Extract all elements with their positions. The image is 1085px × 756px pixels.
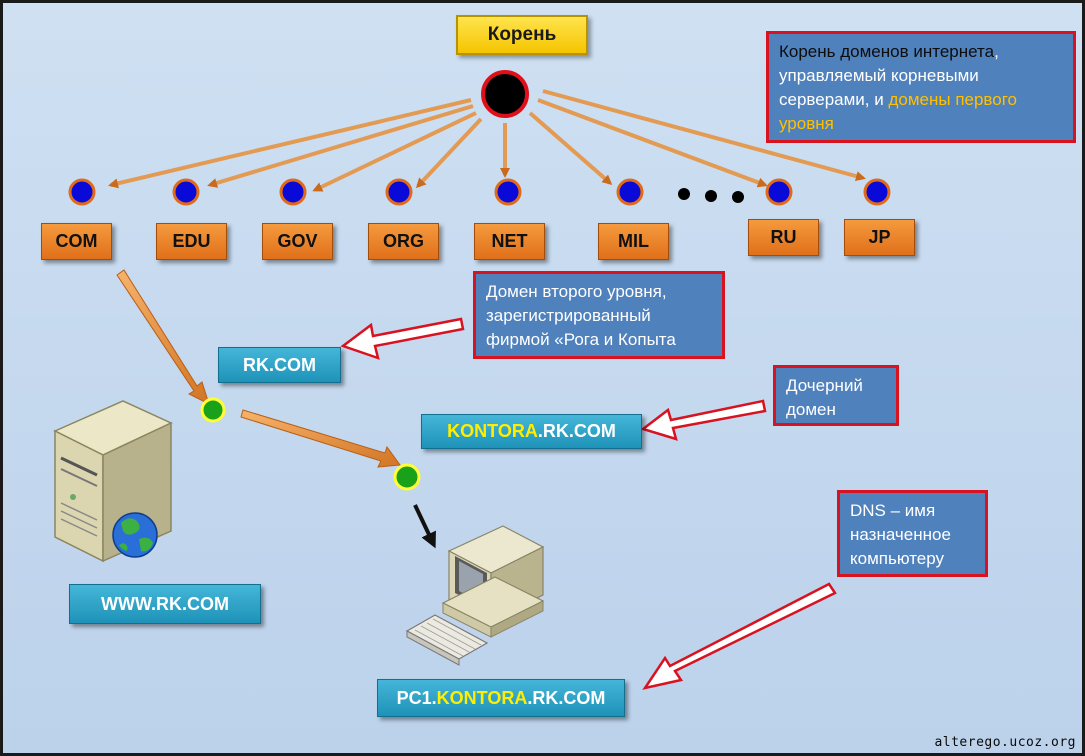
dns-note-text: DNS – имя назначенное компьютеру xyxy=(850,501,951,568)
tld-node-edu xyxy=(172,178,200,206)
callout-arrow-dns xyxy=(642,582,837,690)
tld-label-com: COM xyxy=(55,231,98,251)
server-icon xyxy=(53,400,173,563)
arrow-root-ru xyxy=(537,98,768,188)
connector-layer xyxy=(53,70,891,690)
tld-node-gov xyxy=(279,178,307,206)
tld-node-org xyxy=(385,178,413,206)
pc-domain-box: PC1.KONTORA.RK.COM xyxy=(377,679,625,717)
pc-domain-rest: .RK.COM xyxy=(527,687,606,708)
ellipsis-dot-2 xyxy=(705,190,717,202)
arrow-root-com xyxy=(108,98,472,189)
root-node xyxy=(481,70,529,118)
root-note-part3: домены первого уровня xyxy=(779,90,1018,133)
arrow-second-to-third-level xyxy=(240,409,401,468)
child-domain-note-text: Дочерний домен xyxy=(786,376,863,419)
tld-box-ru: RU xyxy=(748,219,819,256)
ellipsis-dot-1 xyxy=(678,188,690,200)
tld-label-jp: JP xyxy=(868,227,891,247)
root-label: Корень xyxy=(487,24,557,45)
watermark: alterego.ucoz.org xyxy=(934,735,1076,750)
arrow-root-gov xyxy=(312,111,477,192)
pc-domain-highlight: KONTORA xyxy=(436,687,528,708)
pc-domain-prefix: PC1. xyxy=(396,687,437,708)
tld-node-jp xyxy=(863,178,891,206)
tld-box-gov: GOV xyxy=(262,223,333,260)
child-domain-box: KONTORA.RK.COM xyxy=(421,414,642,449)
second-level-domain-box: RK.COM xyxy=(218,347,341,383)
child-domain-rest: .RK.COM xyxy=(537,421,616,441)
arrow-root-jp xyxy=(542,89,866,181)
second-level-domain-label: RK.COM xyxy=(243,354,316,375)
tld-box-mil: MIL xyxy=(598,223,669,260)
tld-box-org: ORG xyxy=(368,223,439,260)
tld-box-net: NET xyxy=(474,223,545,260)
arrow-root-org xyxy=(415,117,483,189)
server-domain-box: WWW.RK.COM xyxy=(69,584,261,624)
second-level-note: Домен второго уровня, зарегистрированный… xyxy=(473,271,725,359)
tld-node-com xyxy=(68,178,96,206)
dns-note: DNS – имя назначенное компьютеру xyxy=(837,490,988,577)
root-note-part1: Корень доменов интернета xyxy=(779,42,995,61)
tld-node-mil xyxy=(616,178,644,206)
second-level-node xyxy=(200,397,226,423)
callout-arrow-second-level xyxy=(340,317,465,360)
tld-label-edu: EDU xyxy=(172,231,211,251)
tld-label-ru: RU xyxy=(770,227,797,247)
tld-label-net: NET xyxy=(491,231,528,251)
tld-label-org: ORG xyxy=(382,231,424,251)
tld-box-com: COM xyxy=(41,223,112,260)
root-note: Корень доменов интернета, управляемый ко… xyxy=(766,31,1076,143)
child-domain-highlight: KONTORA xyxy=(447,421,538,441)
arrow-root-edu xyxy=(207,104,474,188)
ellipsis-dot-3 xyxy=(732,191,744,203)
arrow-com-to-second-level xyxy=(116,269,210,405)
third-level-node xyxy=(393,463,421,491)
server-domain-label: WWW.RK.COM xyxy=(101,593,229,614)
tld-node-net xyxy=(494,178,522,206)
computer-icon xyxy=(405,525,545,666)
tld-label-mil: MIL xyxy=(618,231,649,251)
arrow-to-pc xyxy=(413,504,436,549)
arrow-root-mil xyxy=(528,111,613,185)
root-note-part2: , управляемый корневыми серверами, и xyxy=(779,42,999,109)
callout-arrow-child-domain xyxy=(640,399,767,441)
tld-box-jp: JP xyxy=(844,219,915,256)
second-level-note-text: Домен второго уровня, зарегистрированный… xyxy=(486,282,676,349)
tld-box-edu: EDU xyxy=(156,223,227,260)
child-domain-note: Дочерний домен xyxy=(773,365,899,426)
tld-label-gov: GOV xyxy=(277,231,318,251)
tld-node-ru xyxy=(765,178,793,206)
root-label-box: Корень xyxy=(456,15,588,55)
